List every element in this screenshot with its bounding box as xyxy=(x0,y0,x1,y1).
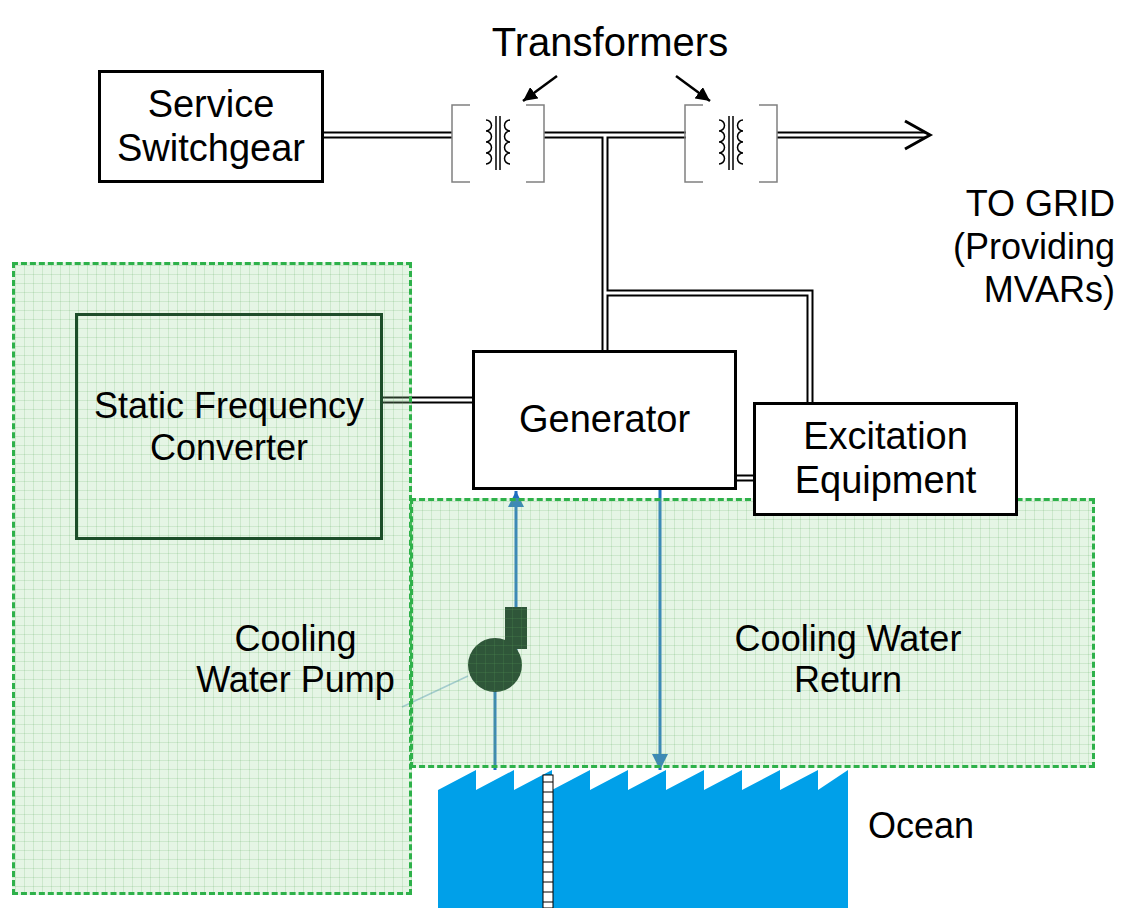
connector-outer xyxy=(737,475,753,482)
box-label: Excitation Equipment xyxy=(766,415,1005,502)
region-label: Cooling Water Pump xyxy=(188,618,403,701)
group-label: Transformers xyxy=(460,18,760,66)
ocean-body: Ocean xyxy=(438,770,848,908)
leader-arrow xyxy=(523,76,557,101)
grid-label: TO GRID (Providing MVARs) xyxy=(920,182,1115,312)
excitation-box: Excitation Equipment xyxy=(753,402,1018,516)
leader-arrow xyxy=(676,76,710,101)
transformer-symbol xyxy=(452,105,544,182)
transformer-symbol xyxy=(685,105,777,182)
box-label: Service Switchgear xyxy=(111,83,311,170)
ocean-label: Ocean xyxy=(868,805,974,846)
equipment-region: Cooling Water Pump Static Frequency Conve… xyxy=(12,262,412,895)
box-label: Static Frequency Converter xyxy=(78,385,380,468)
switchgear-box: Service Switchgear xyxy=(98,70,324,183)
box-label: Generator xyxy=(519,398,690,442)
power-connector xyxy=(737,478,753,479)
intake-screen xyxy=(543,775,553,908)
grid-arrowhead xyxy=(905,121,930,149)
return-region: Cooling Water Return xyxy=(410,498,1095,768)
ocean-water xyxy=(438,770,848,908)
connector-inner xyxy=(737,477,753,480)
converter-box: Static Frequency Converter xyxy=(75,313,383,540)
region-label: Cooling Water Return xyxy=(718,618,978,701)
generator-box: Generator xyxy=(472,350,737,490)
water-body xyxy=(438,770,848,908)
